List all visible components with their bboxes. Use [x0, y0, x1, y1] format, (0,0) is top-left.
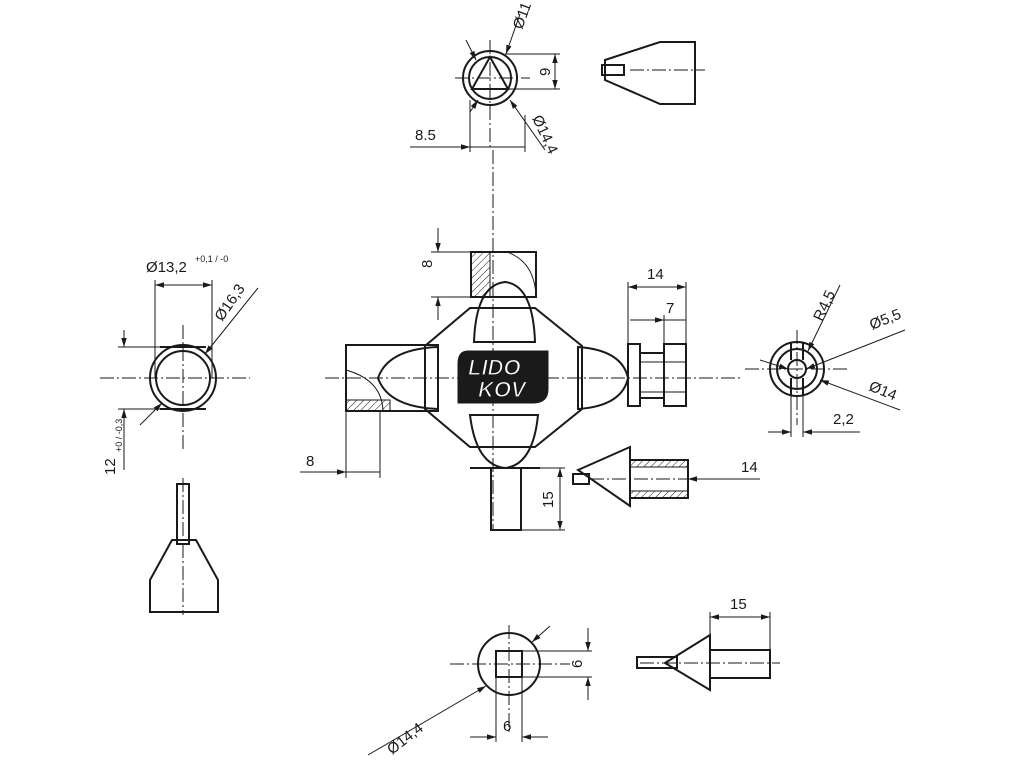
- dim-left-d16-3: Ø16,3: [211, 281, 248, 324]
- dim-bottom-d14-4: Ø14,4: [384, 720, 427, 759]
- dim-right-d14: Ø14: [867, 378, 900, 404]
- dim-left-d13-2-tol: +0,1 / -0: [195, 254, 228, 264]
- bottom-right-profile: 15: [636, 596, 780, 692]
- dim-left-d13-2: Ø13,2: [146, 259, 187, 276]
- dim-top-8-5: 8.5: [415, 127, 436, 144]
- dim-top-d11: Ø11: [510, 0, 535, 31]
- bottom-detail-view: 6 6 Ø14,4: [367, 625, 592, 759]
- right-middle-profile: 14: [572, 445, 760, 508]
- center-key-view: LIDO KOV 8 8 15 14 7: [300, 150, 740, 531]
- dim-right-14-mid: 14: [741, 459, 758, 476]
- left-detail-view: Ø13,2 +0,1 / -0 Ø16,3 12 +0 / -0,3: [100, 254, 259, 475]
- dim-right-7: 7: [666, 300, 674, 317]
- logo-text-line1: LIDO: [468, 355, 521, 380]
- logo-badge: [457, 350, 549, 404]
- right-detail-view: R4,5 Ø5,5 Ø14 2,2: [745, 284, 906, 437]
- dim-left-12: 12: [102, 458, 119, 475]
- dim-center-15: 15: [540, 491, 557, 508]
- logo-text-line2: KOV: [478, 377, 528, 402]
- dim-top-d14-4: Ø14,4: [528, 113, 561, 157]
- dim-right-d5-5: Ø5,5: [867, 306, 904, 334]
- top-right-profile: [601, 41, 705, 105]
- dim-left-12-tol: +0 / -0,3: [114, 419, 124, 452]
- dim-center-left-8: 8: [306, 453, 314, 470]
- dim-top-9: 9: [537, 68, 554, 76]
- dim-bottom-6-horizontal: 6: [503, 718, 511, 735]
- dim-bottom-6-vertical: 6: [569, 660, 586, 668]
- dim-right-2-2: 2,2: [833, 411, 854, 428]
- left-lower-profile: [149, 478, 219, 615]
- dim-center-top-8: 8: [419, 260, 436, 268]
- dim-bottom-15: 15: [730, 596, 747, 613]
- dim-right-14-top: 14: [647, 266, 664, 283]
- top-detail-view: Ø11 Ø14,4 9 8.5: [410, 0, 561, 157]
- dim-right-r4-5: R4,5: [810, 288, 839, 324]
